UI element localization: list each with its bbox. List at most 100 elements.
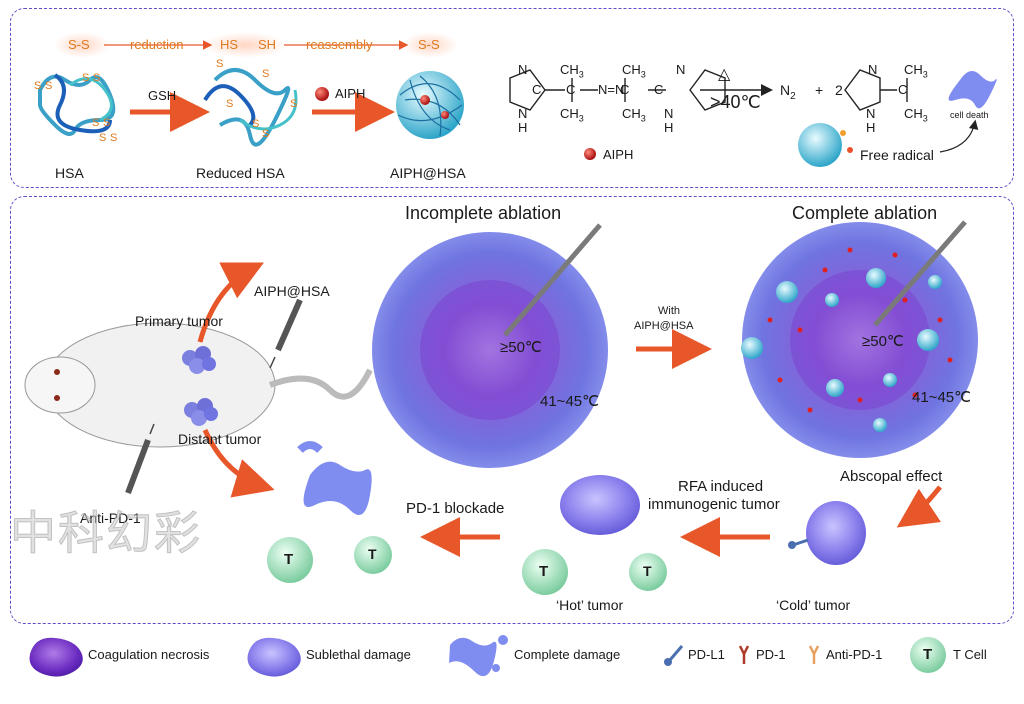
cold-tumor-cell bbox=[788, 501, 866, 565]
main-panel bbox=[10, 196, 1014, 624]
s-mark: S bbox=[262, 128, 270, 140]
reassembly-label: reassembly bbox=[306, 37, 373, 52]
free-radical-nanoparticle-icon bbox=[798, 123, 842, 167]
hs-label: HS bbox=[220, 37, 239, 52]
temp-mid-label: 41~45℃ bbox=[540, 393, 599, 410]
legend-complete-label: Complete damage bbox=[514, 647, 621, 662]
s-mark: S bbox=[216, 58, 224, 70]
temp-high-label: ≥50℃ bbox=[500, 339, 542, 356]
distant-tumor-blob bbox=[184, 398, 218, 426]
to-cell-death-arrow bbox=[939, 119, 979, 153]
chem-c: C bbox=[620, 82, 630, 97]
chem-n: N bbox=[518, 106, 528, 121]
legend-coag-label: Coagulation necrosis bbox=[88, 647, 210, 662]
cell-death-icon bbox=[948, 71, 997, 109]
watermark: 中科幻彩 bbox=[10, 506, 202, 561]
chem-ch3: CH3 bbox=[622, 62, 646, 80]
mouse-icon bbox=[24, 322, 373, 448]
cell-death-label: cell death bbox=[950, 110, 989, 120]
sublethal-damage-icon bbox=[247, 637, 301, 677]
glow-ss-right bbox=[402, 32, 458, 58]
heat-symbol: △ bbox=[718, 66, 731, 83]
chem-c: C bbox=[654, 82, 664, 97]
incomplete-ablation-title: Incomplete ablation bbox=[405, 203, 562, 223]
t-cell-legend-icon bbox=[910, 637, 946, 673]
legend-t-letter: T bbox=[923, 646, 933, 663]
ss-left-label: S-S bbox=[68, 37, 90, 52]
chem-h: H bbox=[664, 120, 674, 135]
legend-sublethal-label: Sublethal damage bbox=[306, 647, 411, 662]
chem-ch3: CH3 bbox=[904, 106, 928, 124]
chem-ch3: CH3 bbox=[622, 106, 646, 124]
legend-pd1-label: PD-1 bbox=[756, 647, 786, 662]
primary-tumor-arrow bbox=[197, 262, 264, 343]
chem-n: N bbox=[676, 62, 686, 77]
anti-pd-1-icon bbox=[808, 645, 820, 664]
legend-antipd1-label: Anti-PD-1 bbox=[826, 647, 883, 662]
t-cell-icon bbox=[629, 553, 667, 591]
reduced-hsa-protein-icon bbox=[203, 68, 298, 147]
s-mark: S bbox=[92, 117, 100, 129]
aiph-hsa-label: AIPH@HSA bbox=[390, 165, 466, 181]
temp-label: >40℃ bbox=[710, 92, 761, 112]
complete-ablation-title: Complete ablation bbox=[792, 203, 938, 223]
t-cell-icon bbox=[354, 536, 392, 574]
primary-tumor-label: Primary tumor bbox=[135, 313, 223, 329]
legend-tcell-label: T Cell bbox=[953, 647, 987, 662]
hot-tumor-label: ‘Hot’ tumor bbox=[556, 597, 624, 613]
n2-label: N2 bbox=[780, 82, 796, 102]
pd-l1-icon bbox=[664, 645, 684, 666]
syringe-icon bbox=[125, 423, 155, 495]
radical-structure-icon bbox=[844, 69, 908, 111]
cold-tumor-label: ‘Cold’ tumor bbox=[776, 597, 851, 613]
glow-ss-left bbox=[54, 32, 110, 58]
with-label: With bbox=[658, 305, 680, 317]
s-mark: S bbox=[34, 80, 42, 92]
legend-pdl1-label: PD-L1 bbox=[688, 647, 725, 662]
chem-azo: N=N bbox=[598, 82, 625, 97]
chem-n: N bbox=[868, 62, 878, 77]
complete-damage-icon bbox=[449, 635, 508, 677]
temp-mid-label: 41~45℃ bbox=[912, 389, 971, 406]
top-panel bbox=[10, 8, 1014, 188]
chem-h: H bbox=[866, 120, 876, 135]
chem-ch3: CH3 bbox=[904, 62, 928, 80]
primary-tumor-blob bbox=[182, 346, 216, 374]
pd1-blockade-label: PD-1 blockade bbox=[406, 500, 505, 517]
chem-c: C bbox=[532, 82, 542, 97]
hsa-protein-icon bbox=[38, 73, 116, 136]
temp-high-label: ≥50℃ bbox=[862, 333, 904, 350]
anti-pd1-injection-label: Anti-PD-1 bbox=[80, 510, 141, 526]
t-cell-icon bbox=[522, 549, 568, 595]
s-mark: S bbox=[93, 72, 101, 84]
with-aiph-label: AIPH@HSA bbox=[634, 320, 694, 332]
s-mark: S bbox=[252, 118, 260, 130]
reduced-hsa-label: Reduced HSA bbox=[196, 165, 285, 181]
chem-n: N bbox=[664, 106, 674, 121]
t-cell-label: T bbox=[284, 551, 294, 568]
gsh-label: GSH bbox=[148, 88, 177, 103]
coef-label: 2 bbox=[835, 82, 843, 98]
hsa-label: HSA bbox=[55, 165, 84, 181]
abscopal-label: Abscopal effect bbox=[840, 468, 943, 485]
radical-dot bbox=[840, 130, 846, 136]
plus-label: + bbox=[815, 82, 824, 98]
s-mark: S bbox=[262, 68, 270, 80]
aiph-hsa-nanoparticle-icon bbox=[396, 71, 464, 139]
t-cell-label: T bbox=[643, 563, 652, 579]
t-cell-label: T bbox=[368, 546, 377, 562]
t-cell-label: T bbox=[539, 563, 549, 580]
aiph-legend-label: AIPH bbox=[603, 147, 634, 162]
ablation-needle bbox=[503, 223, 602, 337]
pd-1-icon bbox=[738, 645, 750, 664]
aiph-label: AIPH bbox=[335, 86, 366, 101]
rfa-label-line1: RFA induced bbox=[678, 478, 764, 495]
distant-tumor-label: Distant tumor bbox=[178, 431, 262, 447]
aiph-molecule-icon bbox=[315, 87, 329, 101]
s-mark: S bbox=[110, 132, 118, 144]
chem-n: N bbox=[866, 106, 876, 121]
hot-tumor-cell bbox=[560, 475, 640, 535]
distant-tumor-arrow bbox=[202, 428, 275, 498]
incomplete-ablation-tumor bbox=[372, 232, 608, 468]
